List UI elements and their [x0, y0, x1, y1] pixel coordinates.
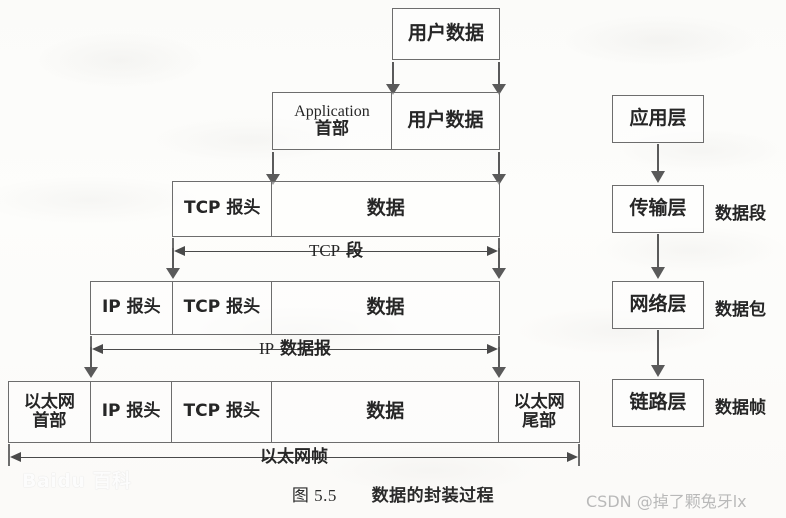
- cell-ethernet-data-label: 数据: [366, 400, 405, 423]
- cell-ethernet-trailer-line1: 以太网: [513, 391, 565, 412]
- arrow-user-data-to-application-left: [386, 62, 400, 96]
- figure-caption-title: 数据的封装过程: [371, 486, 495, 506]
- cell-ethernet-trailer: 以太网 尾部: [499, 382, 579, 442]
- cell-application-header: Application 首部: [273, 93, 392, 149]
- layer-box-transport: 传输层: [612, 185, 704, 233]
- measure-ethernet-frame-label: 以太网帧: [260, 447, 328, 467]
- measure-ip-datagram-cn: 数据报: [280, 339, 332, 359]
- cell-tcp-header: TCP 报头: [173, 182, 273, 236]
- cell-ethernet-tcp-header: TCP 报头: [172, 382, 273, 442]
- arrow-application-to-tcp-right: [492, 152, 506, 186]
- cell-ethernet-header: 以太网 首部: [9, 382, 91, 442]
- row-application: Application 首部 用户数据: [272, 92, 500, 150]
- cell-ethernet-header-line2: 首部: [32, 411, 67, 431]
- layer-unit-transport: 数据段: [715, 204, 766, 224]
- layer-box-network-label: 网络层: [629, 293, 687, 316]
- figure-caption: 图 5.5 数据的封装过程: [0, 481, 786, 506]
- row-ethernet: 以太网 首部 IP 报头 TCP 报头 数据 以太网 尾部: [8, 381, 580, 443]
- cell-ip-header-label: IP 报头: [101, 297, 161, 318]
- cell-ip-tcp-header: TCP 报头: [173, 282, 273, 334]
- cell-application-header-latin: Application: [294, 102, 370, 120]
- arrow-application-to-tcp-left: [266, 152, 280, 186]
- layer-unit-network: 数据包: [715, 300, 766, 320]
- cell-ip-data-label: 数据: [366, 296, 405, 319]
- layer-box-link: 链路层: [612, 379, 704, 427]
- layer-box-transport-label: 传输层: [629, 197, 687, 220]
- layer-box-network: 网络层: [612, 281, 704, 329]
- cell-application-user-data-label: 用户数据: [407, 109, 484, 132]
- cell-tcp-data-label: 数据: [366, 197, 405, 220]
- arrow-ip-to-ethernet-left: [84, 347, 98, 381]
- arrow-network-to-link: [651, 330, 665, 378]
- measure-ip-datagram: IP 数据报: [90, 336, 500, 366]
- box-user-data: 用户数据: [392, 8, 500, 60]
- cell-ethernet-data: 数据: [272, 382, 500, 442]
- cell-ethernet-tcp-header-label: TCP 报头: [183, 401, 260, 422]
- cell-ip-data: 数据: [272, 282, 499, 334]
- layer-box-link-label: 链路层: [629, 391, 687, 414]
- cell-tcp-data: 数据: [272, 182, 499, 236]
- cell-ethernet-header-line1: 以太网: [23, 391, 75, 412]
- cell-tcp-header-label: TCP 报头: [183, 198, 261, 219]
- cell-application-header-cn: 首部: [314, 119, 349, 140]
- figure-caption-number: 图 5.5: [291, 486, 337, 505]
- cell-ethernet-ip-header-label: IP 报头: [101, 401, 161, 422]
- arrow-transport-to-network: [651, 234, 665, 280]
- arrow-ip-to-ethernet-right: [492, 347, 506, 381]
- box-user-data-label: 用户数据: [407, 22, 484, 45]
- measure-tcp-segment: TCP 段: [172, 238, 500, 268]
- cell-ethernet-trailer-line2: 尾部: [522, 411, 557, 431]
- measure-ip-datagram-latin: IP: [258, 339, 275, 358]
- measure-ethernet-frame: 以太网帧: [8, 444, 580, 474]
- layer-box-application: 应用层: [612, 95, 704, 143]
- cell-ip-header: IP 报头: [91, 282, 173, 334]
- arrow-tcp-to-ip-left: [166, 248, 180, 282]
- cell-ip-tcp-header-label: TCP 报头: [183, 297, 261, 318]
- row-tcp: TCP 报头 数据: [172, 181, 500, 237]
- measure-tcp-segment-cn: 段: [346, 241, 364, 261]
- cell-application-user-data: 用户数据: [392, 93, 499, 149]
- cell-ethernet-ip-header: IP 报头: [91, 382, 173, 442]
- arrow-tcp-to-ip-right: [492, 248, 506, 282]
- layer-unit-link: 数据帧: [715, 398, 766, 418]
- arrow-application-to-transport: [651, 144, 665, 184]
- layer-box-application-label: 应用层: [629, 107, 687, 130]
- measure-tcp-segment-latin: TCP: [308, 241, 341, 260]
- row-ip: IP 报头 TCP 报头 数据: [90, 281, 500, 335]
- arrow-user-data-to-application-right: [492, 62, 506, 96]
